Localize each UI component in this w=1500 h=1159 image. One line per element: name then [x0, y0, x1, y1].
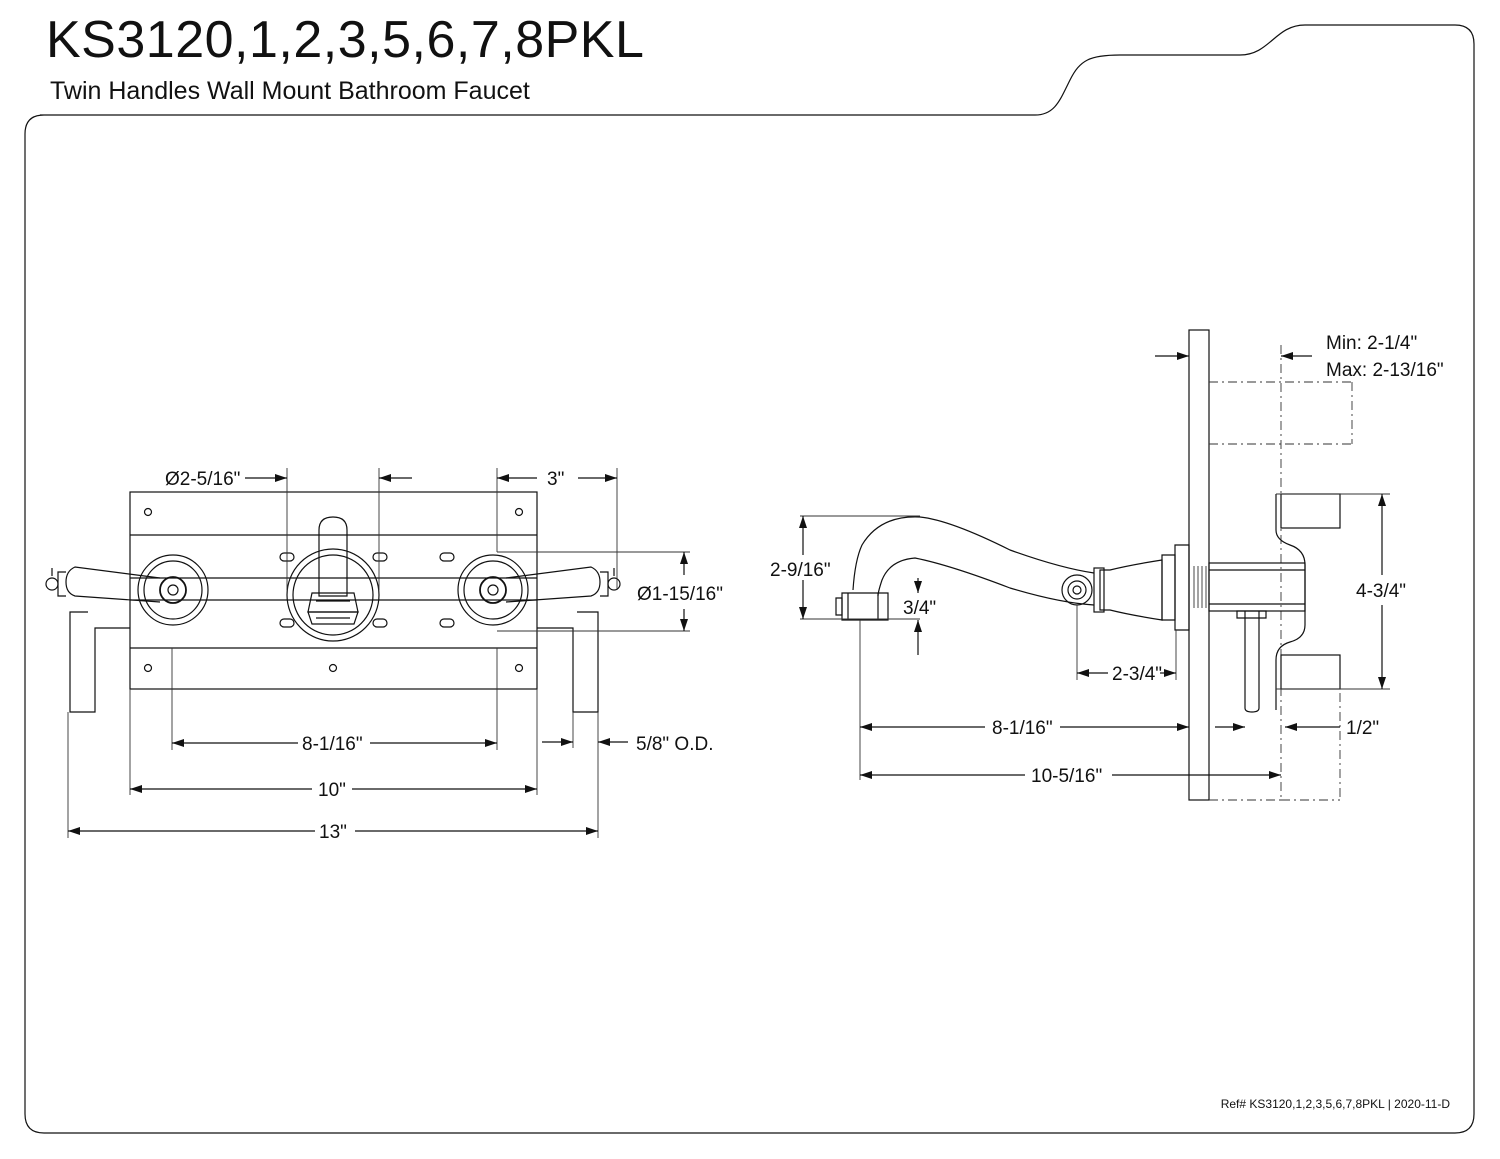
product-description: Twin Handles Wall Mount Bathroom Faucet: [50, 77, 530, 105]
wall-plate: [1188, 329, 1210, 801]
spout-side: [852, 516, 1095, 591]
dim-wall-max: Max: 2-13/16": [1326, 360, 1444, 381]
front-view: Ø2-5/16" 3" Ø1-15/16" 8-1/16" 5/8" O.D. …: [45, 468, 723, 843]
dim-hole-diameter: Ø2-5/16": [165, 469, 240, 490]
drawing-frame: [24, 24, 1475, 1134]
right-handle: [457, 554, 621, 626]
dim-aerator-height: 3/4": [903, 598, 936, 619]
dim-pipe-od: 5/8" O.D.: [636, 734, 714, 755]
model-number-title: KS3120,1,2,3,5,6,7,8PKL: [46, 11, 645, 69]
mounting-plate: [129, 491, 538, 690]
dim-spout-height: 2-9/16": [770, 560, 831, 581]
dim-handle-offset: 3": [547, 469, 564, 490]
dim-wall-min: Min: 2-1/4": [1326, 333, 1417, 354]
mounting-bracket: [1275, 494, 1306, 710]
mounting-holes: [143, 507, 524, 673]
dim-plate-width: 10": [318, 780, 346, 801]
aerator: [835, 592, 889, 621]
reference-footer: Ref# KS3120,1,2,3,5,6,7,8PKL | 2020-11-D: [1221, 1097, 1451, 1111]
side-view: Min: 2-1/4" Max: 2-13/16" 2-9/16" 3/4" 2…: [770, 329, 1444, 801]
threaded-stem: [1193, 566, 1207, 608]
left-handle: [45, 554, 209, 626]
dim-escutcheon-diameter: Ø1-15/16": [637, 584, 723, 605]
spout-body-side: [1099, 559, 1163, 621]
dim-inlet-size: 1/2": [1346, 718, 1379, 739]
spout-front: [286, 516, 380, 642]
dim-spout-reach: 8-1/16": [992, 718, 1053, 739]
dim-body-depth: 2-3/4": [1112, 664, 1162, 685]
dim-handle-centers: 8-1/16": [302, 734, 363, 755]
dim-valve-height: 4-3/4": [1356, 581, 1406, 602]
dim-overall-width: 13": [319, 822, 347, 843]
dim-overall-depth: 10-5/16": [1031, 766, 1102, 787]
